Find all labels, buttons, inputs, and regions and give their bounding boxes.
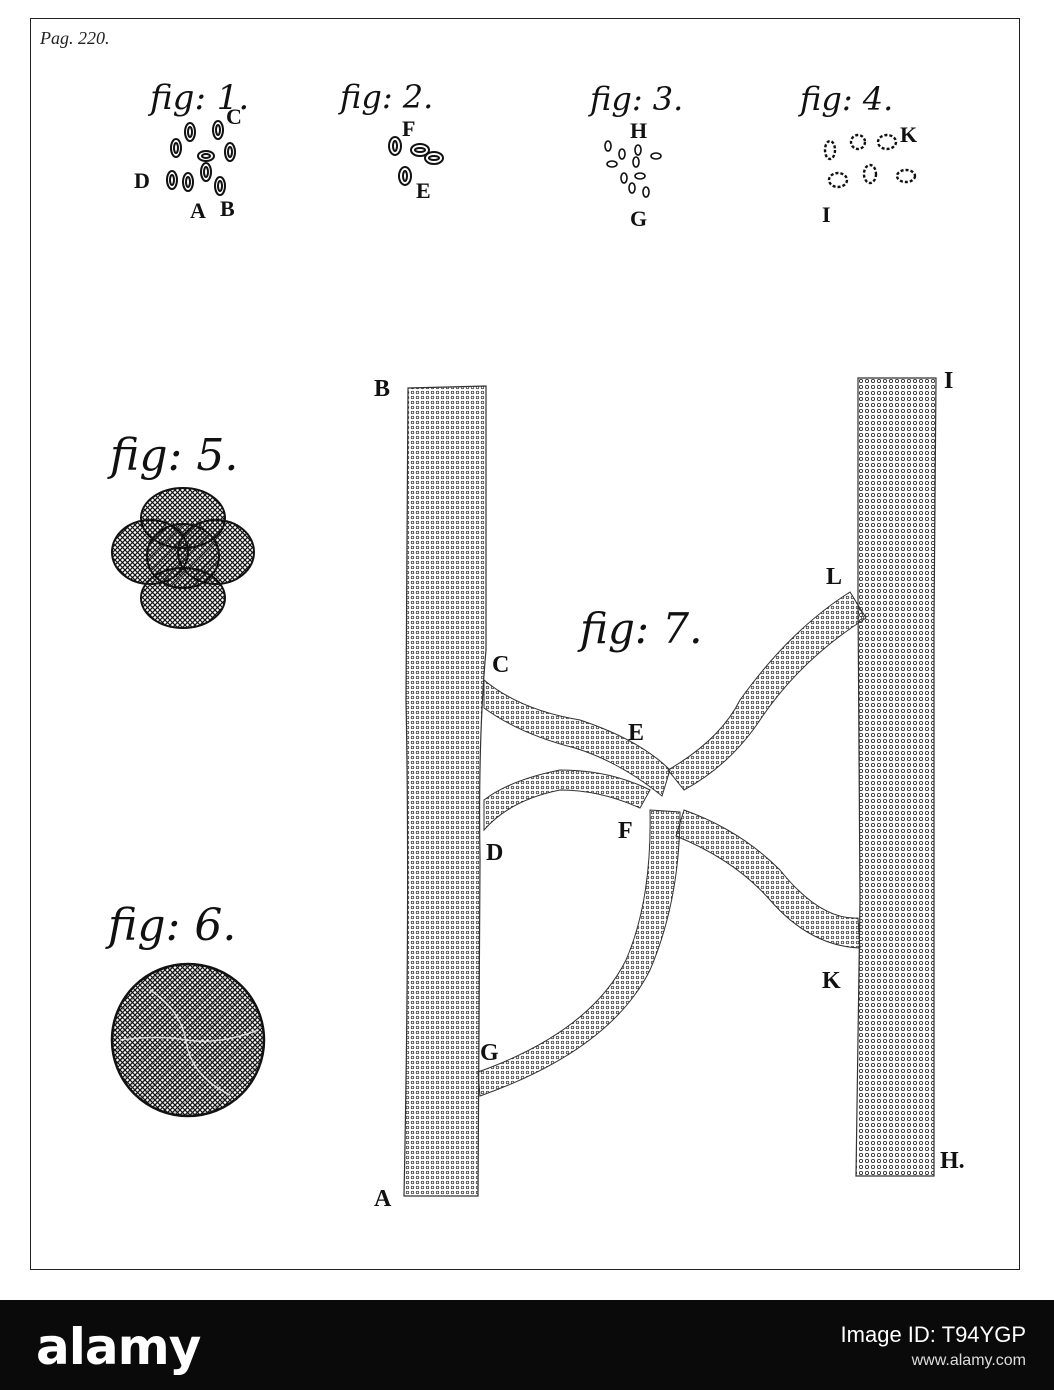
fig3-title: fig: 3. — [590, 80, 684, 118]
fig7-label-c: C — [492, 652, 510, 678]
fig7-label-b: B — [374, 376, 391, 402]
fig7-label-g: G — [480, 1040, 499, 1066]
fig7-label-l: L — [826, 564, 843, 590]
fig2-title: fig: 2. — [340, 78, 434, 116]
fig7-label-k: K — [822, 968, 841, 994]
fig4-title: fig: 4. — [800, 80, 894, 118]
fig7-label-d: D — [486, 840, 504, 866]
fig6-sphere — [110, 962, 266, 1118]
fig4-label-i: I — [822, 202, 831, 227]
fig1-label-b: B — [220, 196, 235, 221]
engraving-drawing — [110, 120, 937, 1197]
fig7-label-f: F — [618, 818, 633, 844]
fig4-corpuscles — [823, 133, 917, 189]
site-url[interactable]: www.alamy.com — [911, 1352, 1026, 1369]
fig3-label-h: H — [630, 118, 648, 143]
fig4-label-k: K — [900, 122, 918, 147]
page-number: Pag. 220. — [40, 28, 110, 48]
footer-info: Image ID: T94YGP www.alamy.com — [841, 1322, 1026, 1370]
fig3-corpuscles — [604, 140, 662, 198]
fig3-label-g: G — [630, 206, 648, 231]
fig2-corpuscles — [388, 136, 444, 186]
fig1-title: fig: 1. — [150, 78, 250, 118]
fig2-label-e: E — [416, 178, 431, 203]
fig1-label-c: C — [226, 104, 242, 129]
plate-border — [30, 18, 1020, 1270]
image-id: Image ID: T94YGP — [840, 1322, 1026, 1347]
fig1-label-d: D — [134, 168, 150, 193]
fig7-label-a: A — [374, 1186, 392, 1212]
fig2-label-f: F — [402, 116, 416, 141]
fig7-label-h: H. — [940, 1148, 965, 1174]
fig5-cluster — [111, 487, 255, 629]
fig7-title: fig: 7. — [580, 604, 703, 653]
fig5-title: fig: 5. — [110, 430, 239, 481]
alamy-logo[interactable]: alamy — [36, 1318, 201, 1376]
fig7-vessels — [403, 377, 937, 1197]
fig1-corpuscles — [166, 120, 236, 196]
watermark-footer: alamy Image ID: T94YGP www.alamy.com — [0, 1300, 1054, 1390]
fig7-label-e: E — [628, 720, 645, 746]
engraving-plate: Pag. 220. — [30, 18, 1020, 1270]
fig6-title: fig: 6. — [108, 900, 237, 951]
fig7-label-i: I — [944, 368, 954, 394]
fig1-label-a: A — [190, 198, 206, 223]
